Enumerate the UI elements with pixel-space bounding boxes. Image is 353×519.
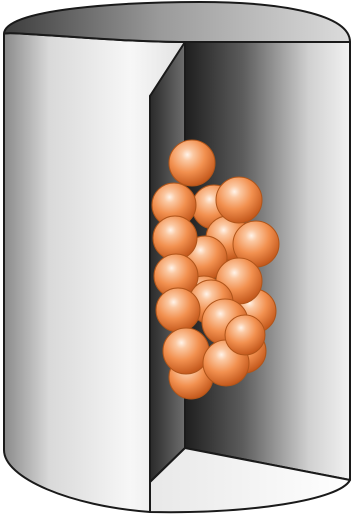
- sphere: [169, 140, 215, 186]
- sphere: [156, 288, 200, 332]
- cylinder-top-rim: [4, 2, 350, 42]
- sphere: [153, 216, 197, 260]
- sphere: [225, 315, 265, 355]
- sphere: [216, 177, 262, 223]
- sphere: [163, 328, 209, 374]
